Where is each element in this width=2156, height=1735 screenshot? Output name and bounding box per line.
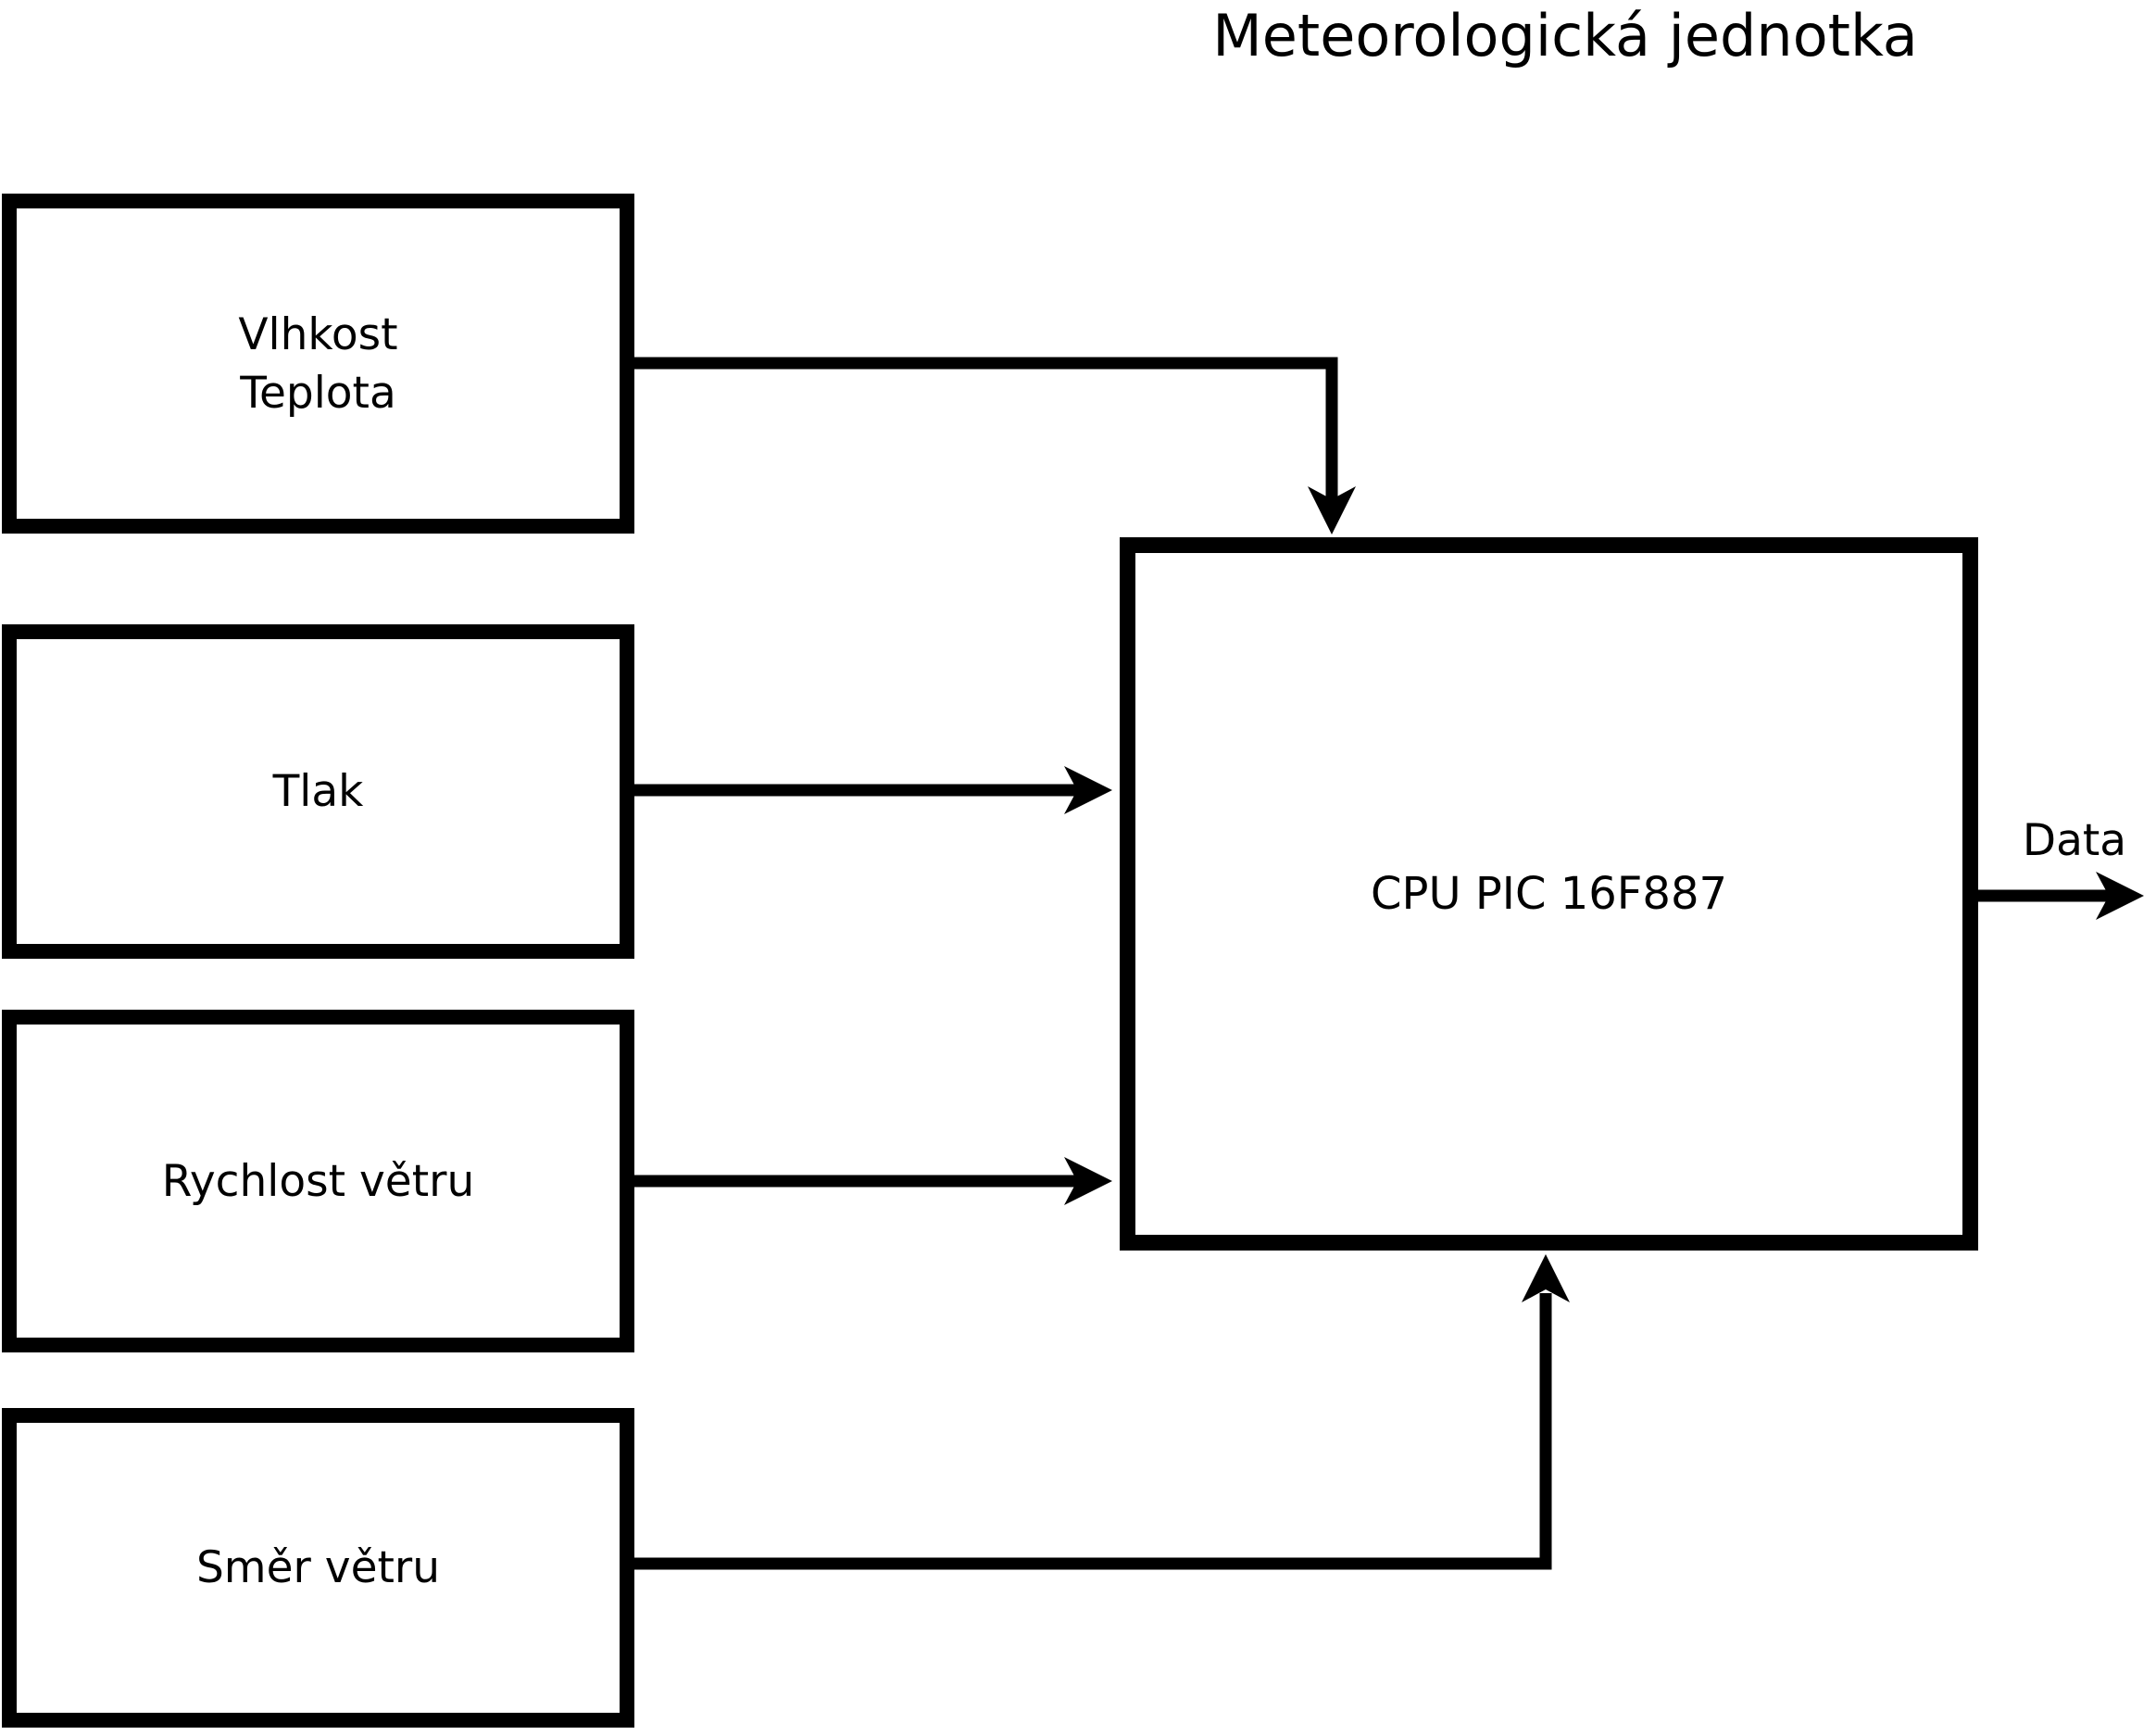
sensor-box-rychlost-vetru: Rychlost větru [2, 1010, 634, 1352]
arrowhead-up-icon [1522, 1254, 1570, 1302]
cpu-label: CPU PIC 16F887 [1370, 867, 1728, 920]
arrow-vlhkost-teplota-to-cpu [634, 357, 1356, 534]
arrow-cpu-to-data-output [1978, 872, 2144, 920]
arrow-rychlost-vetru-to-cpu [634, 1157, 1112, 1205]
sensor-label: Rychlost větru [161, 1155, 475, 1207]
arrowhead-down-icon [1308, 486, 1356, 534]
arrowhead-right-icon [1064, 1157, 1112, 1205]
sensor-box-vlhkost-teplota: Vlhkost Teplota [2, 194, 634, 534]
diagram-title: Meteorologická jednotka [1212, 2, 1918, 69]
arrowhead-right-icon [1064, 766, 1112, 814]
sensor-label: Směr větru [195, 1542, 441, 1593]
data-output-label: Data [2022, 815, 2127, 866]
sensor-box-smer-vetru: Směr větru [2, 1408, 634, 1728]
sensor-label: Tlak [272, 766, 364, 817]
cpu-box: CPU PIC 16F887 [1120, 537, 1978, 1251]
sensor-box-tlak: Tlak [2, 624, 634, 959]
arrow-smer-vetru-to-cpu [634, 1254, 1570, 1570]
sensor-label: Teplota [240, 367, 396, 419]
arrowhead-right-icon [2096, 872, 2144, 920]
sensor-label: Vlhkost [238, 308, 398, 360]
arrow-tlak-to-cpu [634, 766, 1112, 814]
